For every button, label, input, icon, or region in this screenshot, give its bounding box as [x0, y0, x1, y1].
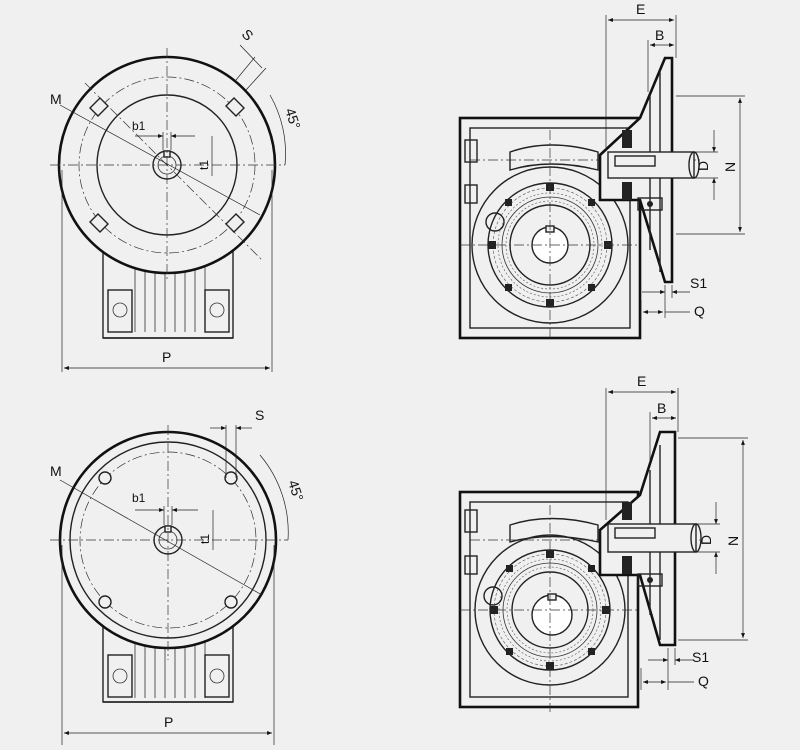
- label-Q-2: Q: [698, 673, 709, 689]
- label-N-2: N: [725, 536, 741, 546]
- label-S: S: [239, 26, 257, 44]
- label-angle-2: 45°: [285, 478, 307, 503]
- side-view-bottom: E B N D S1 Q: [458, 373, 748, 712]
- label-E-2: E: [637, 373, 646, 389]
- label-M-2: M: [50, 463, 62, 479]
- label-B: B: [655, 27, 664, 43]
- label-S1-2: S1: [692, 649, 709, 665]
- label-b1: b1: [132, 119, 146, 133]
- slot-holes: [89, 97, 245, 233]
- front-view-slotted-flange: M b1 t1 S 45° P: [50, 26, 304, 372]
- label-S1: S1: [690, 275, 707, 291]
- label-D-2: D: [698, 535, 714, 545]
- label-t1: t1: [197, 160, 211, 170]
- bolt-holes: [98, 471, 238, 609]
- label-P-2: P: [164, 714, 173, 730]
- label-Q: Q: [694, 303, 705, 319]
- label-t1-2: t1: [198, 534, 212, 544]
- label-angle: 45°: [282, 106, 304, 131]
- side-view-top: E B N D S1 Q: [458, 1, 745, 340]
- label-P: P: [162, 349, 171, 365]
- label-B-2: B: [657, 400, 666, 416]
- label-b1-2: b1: [132, 491, 146, 505]
- label-E: E: [636, 1, 645, 17]
- front-view-hole-flange: M b1 t1 S 45° P: [50, 407, 307, 745]
- label-D: D: [695, 161, 711, 171]
- label-S-2: S: [255, 407, 264, 423]
- label-M: M: [50, 91, 62, 107]
- label-N: N: [722, 162, 738, 172]
